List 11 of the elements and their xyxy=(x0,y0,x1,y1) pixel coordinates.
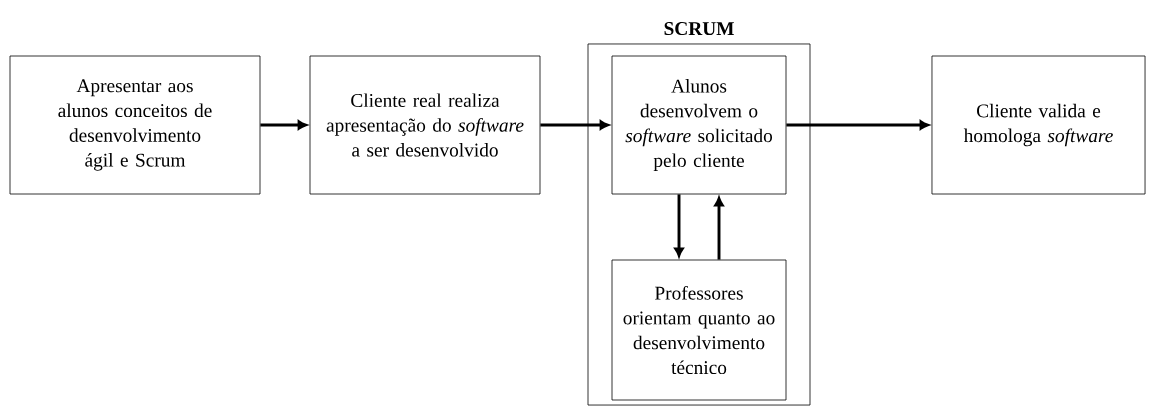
process-box: Alunos desenvolvem o software solicitado pelo cliente xyxy=(611,55,787,195)
arrow xyxy=(540,120,609,130)
process-box: Cliente valida e homologa software xyxy=(931,55,1146,195)
process-box: Cliente real realiza apresentação do software a ser desenvolvido xyxy=(309,55,541,195)
arrow xyxy=(714,197,724,260)
arrow xyxy=(260,120,307,130)
arrow xyxy=(786,120,929,130)
process-box: Professores orientam quanto ao desenvolvimento técnico xyxy=(611,259,787,401)
process-box: Apresentar aos alunos conceitos de desenvolvimento ágil e Scrum xyxy=(9,55,261,195)
group-title: SCRUM xyxy=(664,22,734,36)
arrow xyxy=(674,194,684,257)
